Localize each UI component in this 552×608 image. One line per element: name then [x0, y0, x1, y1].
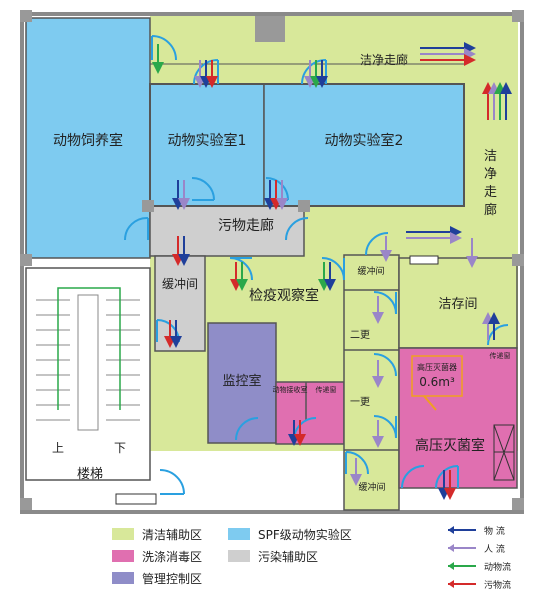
legend-flow-people: 人 流 — [484, 545, 505, 555]
label-autoclave: 高压灭菌器 — [417, 362, 457, 372]
label-autoclave-volume: 0.6m³ — [419, 375, 455, 389]
label-clean-storage: 洁存间 — [438, 297, 477, 312]
stair-animal-flow — [57, 287, 121, 410]
label-buffer-bottom: 缓冲间 — [358, 481, 385, 493]
label-animal-lab-2: 动物实验室2 — [325, 132, 404, 149]
legend-flow-material: 物 流 — [484, 527, 505, 537]
label-quarantine: 检疫观察室 — [249, 287, 319, 304]
legend-flow-waste: 污物流 — [484, 581, 512, 591]
legend-label-wash: 洗涤消毒区 — [142, 550, 203, 564]
label-buffer-left: 缓冲间 — [162, 276, 198, 291]
stairwell — [25, 267, 151, 481]
label-change-2: 二更 — [350, 329, 370, 341]
label-stairs: 楼梯 — [77, 467, 103, 482]
room-animal-lab-1 — [149, 83, 265, 207]
label-monitor: 监控室 — [222, 373, 261, 389]
legend-label-mgmt: 管理控制区 — [142, 572, 203, 586]
legend-swatch-spf — [228, 528, 250, 540]
legend-flow-animal: 动物流 — [484, 563, 512, 573]
pass-hatch — [409, 255, 439, 265]
columns — [20, 10, 524, 510]
label-stair-up: 上 — [52, 441, 64, 455]
legend-flow-arrows — [448, 526, 476, 588]
legend: 清洁辅助区 SPF级动物实验区 洗涤消毒区 污染辅助区 管理控制区 物 流 人 … — [0, 518, 552, 608]
label-buffer-mid: 缓冲间 — [357, 265, 384, 277]
legend-swatch-wash — [112, 550, 134, 562]
label-animal-feeding: 动物饲养室 — [53, 132, 123, 149]
label-stair-down: 下 — [114, 441, 126, 455]
room-dirty-corridor — [149, 205, 305, 257]
label-animal-receive: 动物接收室 — [273, 385, 308, 394]
label-dirty-corridor: 污物走廊 — [218, 217, 274, 234]
room-autoclave — [398, 347, 518, 489]
stair-treads — [36, 294, 140, 431]
legend-label-dirty: 污染辅助区 — [258, 550, 319, 564]
label-animal-lab-1: 动物实验室1 — [168, 132, 247, 149]
autoclave-unit — [411, 355, 463, 397]
room-animal-lab-2 — [263, 83, 465, 207]
floor-plan: 动物饲养室 动物实验室1 动物实验室2 洁净走廊 洁净走廊 污物走廊 缓冲间 检… — [20, 10, 524, 514]
label-pass-box-2: 传递窗 — [490, 351, 511, 360]
room-right-column — [343, 254, 400, 511]
label-clean-corridor-side: 洁净走廊 — [484, 149, 497, 218]
room-buffer-left — [154, 255, 206, 352]
stair-door — [115, 493, 157, 505]
legend-label-clean: 清洁辅助区 — [142, 528, 203, 542]
legend-label-spf: SPF级动物实验区 — [258, 528, 352, 542]
legend-swatch-clean — [112, 528, 134, 540]
label-autoclave-room: 高压灭菌室 — [415, 437, 485, 454]
door-arcs — [123, 35, 509, 495]
room-monitor — [207, 322, 277, 444]
label-change-1: 一更 — [350, 396, 370, 408]
room-clean-storage — [398, 257, 518, 349]
flow-arrows — [152, 42, 512, 500]
label-pass-box-1: 传递窗 — [316, 385, 337, 394]
legend-swatch-dirty — [228, 550, 250, 562]
label-clean-corridor-top: 洁净走廊 — [360, 52, 408, 67]
legend-swatch-mgmt — [112, 572, 134, 584]
room-animal-feeding — [25, 17, 151, 259]
